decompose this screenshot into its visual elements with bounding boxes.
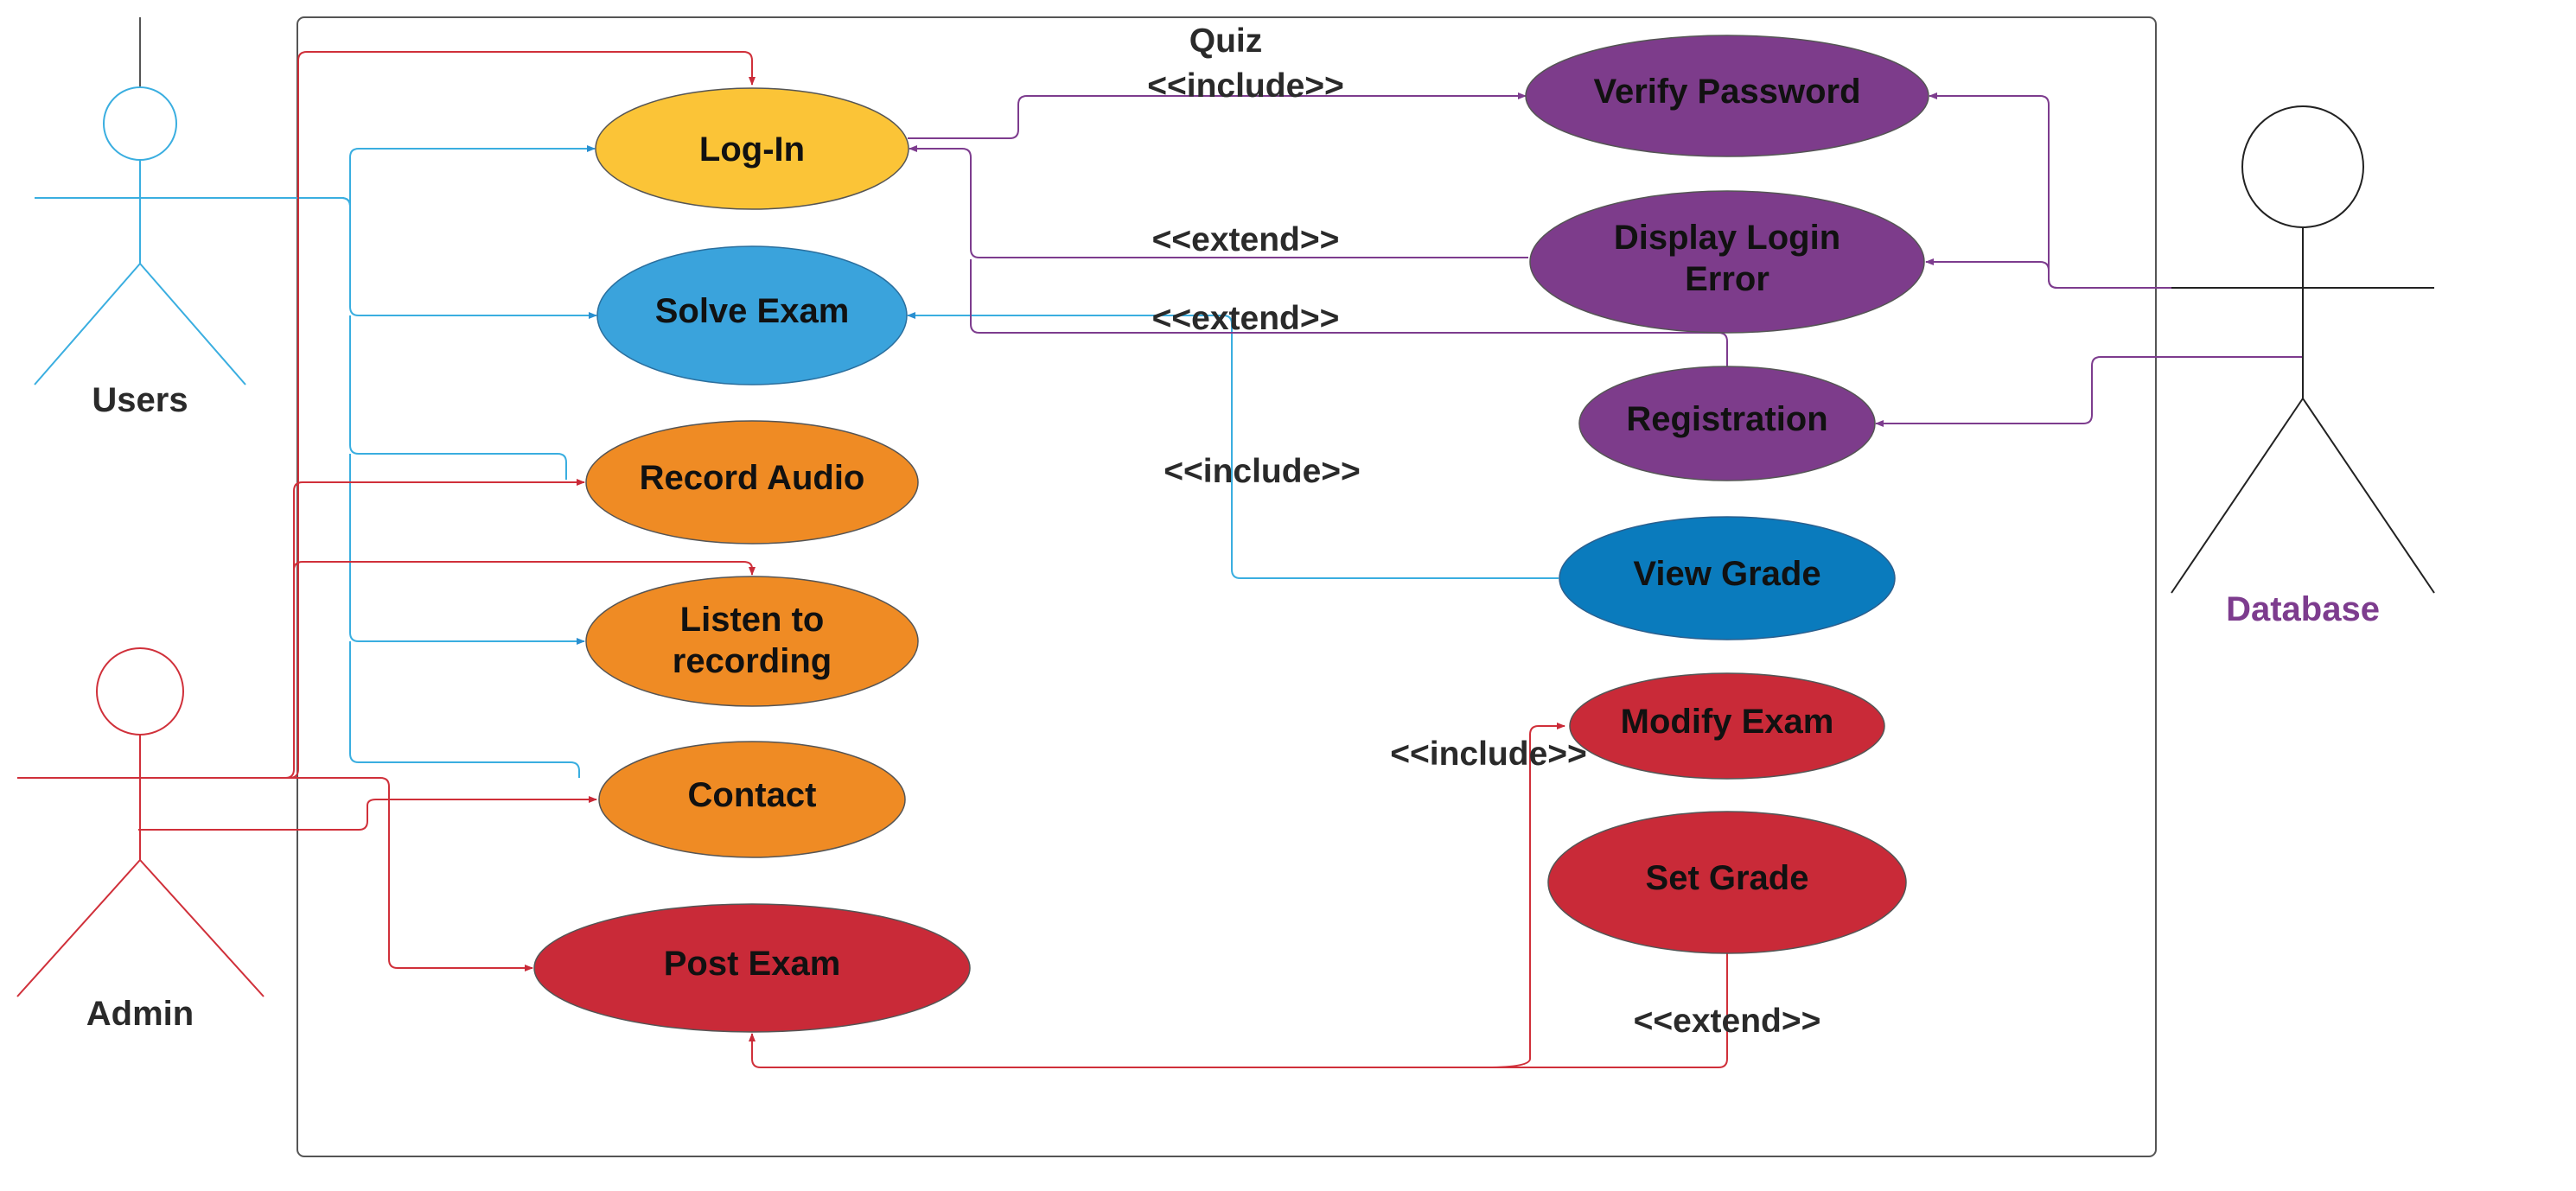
admin-label: Admin <box>86 995 194 1033</box>
users-actor <box>34 17 246 385</box>
admin-connectors <box>17 51 1728 1068</box>
use-case-contact[interactable]: Contact <box>598 741 906 858</box>
admin-left-leg <box>16 859 141 997</box>
use-case-display-error-shape[interactable] <box>1529 190 1925 334</box>
use-case-view-grade-shape[interactable] <box>1559 516 1896 640</box>
users-to-login-line <box>242 145 596 207</box>
use-case-set-grade-shape[interactable] <box>1547 811 1907 954</box>
use-case-view-grade[interactable]: View Grade <box>1559 516 1896 640</box>
use-case-solve-exam[interactable]: Solve Exam <box>596 245 908 385</box>
use-case-contact-label: Contact <box>688 776 817 814</box>
database-to-registration-line <box>1875 356 2303 427</box>
users-to-listen-line <box>349 454 585 645</box>
use-case-registration-shape[interactable] <box>1578 366 1876 481</box>
database-left-leg <box>2171 398 2304 594</box>
set-grade-extend-line <box>749 953 1728 1068</box>
include-label-view-grade: <<include>> <box>1164 453 1361 490</box>
use-case-solve-exam-shape[interactable] <box>596 245 908 385</box>
database-head <box>2241 105 2364 228</box>
use-case-solve-exam-label: Solve Exam <box>655 292 850 330</box>
use-case-verify-password-shape[interactable] <box>1525 35 1929 157</box>
users-left-leg <box>34 263 141 385</box>
admin-right-leg <box>139 859 265 997</box>
users-to-record-audio-line <box>349 315 567 480</box>
use-case-login-label: Log-In <box>699 131 805 169</box>
use-case-modify-exam-label: Modify Exam <box>1621 703 1834 741</box>
use-case-verify-password-label: Verify Password <box>1593 73 1860 111</box>
admin-to-contact-line <box>138 796 597 831</box>
use-case-record-audio-shape[interactable] <box>585 420 919 545</box>
internal-blue-connectors <box>907 312 1559 579</box>
use-case-post-exam-shape[interactable] <box>533 903 971 1033</box>
use-case-listen-label-line1: Listen to <box>680 601 825 639</box>
login-include-verify-line <box>908 92 1527 139</box>
extend-label-display-error: <<extend>> <box>1152 221 1340 258</box>
include-label-verify: <<include>> <box>1147 67 1344 105</box>
display-error-extend-line <box>909 145 1528 258</box>
include-label-modify-exam: <<include>> <box>1390 736 1587 773</box>
admin-to-login-line <box>17 51 756 779</box>
view-grade-include-line <box>907 312 1559 579</box>
use-case-registration-label: Registration <box>1626 400 1827 438</box>
use-case-modify-exam-shape[interactable] <box>1569 672 1885 780</box>
use-case-record-audio[interactable]: Record Audio <box>585 420 919 545</box>
database-right-leg <box>2302 398 2435 594</box>
extend-label-set-grade: <<extend>> <box>1634 1003 1821 1040</box>
admin-head <box>96 647 184 736</box>
database-label: Database <box>2226 590 2380 628</box>
use-case-set-grade[interactable]: Set Grade <box>1547 811 1907 954</box>
database-actor <box>2171 105 2435 594</box>
users-head <box>103 86 177 161</box>
users-label: Users <box>92 381 188 419</box>
use-case-contact-shape[interactable] <box>598 741 906 858</box>
use-case-view-grade-label: View Grade <box>1633 555 1820 593</box>
use-case-display-error-label-line2: Error <box>1685 260 1769 298</box>
use-case-verify-password[interactable]: Verify Password <box>1525 35 1929 157</box>
users-connectors <box>242 145 597 778</box>
users-to-solve-exam-line <box>341 197 597 319</box>
admin-to-listen-line <box>293 561 756 576</box>
system-title: Quiz <box>1189 22 1263 60</box>
database-to-display-error-line <box>1925 258 2058 289</box>
registration-extend-line <box>970 259 1728 366</box>
use-case-listen-label-line2: recording <box>673 642 832 680</box>
use-case-post-exam-label: Post Exam <box>664 945 841 983</box>
use-case-display-error-label-line1: Display Login <box>1614 219 1840 257</box>
modify-exam-include-line <box>1486 723 1565 1068</box>
use-case-set-grade-label: Set Grade <box>1646 859 1809 897</box>
use-case-registration[interactable]: Registration <box>1578 366 1876 481</box>
use-case-modify-exam[interactable]: Modify Exam <box>1569 672 1885 780</box>
extend-label-registration: <<extend>> <box>1152 300 1340 337</box>
purple-connectors <box>908 92 2434 427</box>
use-case-login-shape[interactable] <box>595 87 909 210</box>
use-case-listen-shape[interactable] <box>585 576 919 707</box>
admin-actor <box>16 647 265 997</box>
users-to-contact-line <box>349 641 580 778</box>
admin-to-post-exam-line <box>17 777 533 971</box>
users-right-leg <box>139 263 246 385</box>
use-case-post-exam[interactable]: Post Exam <box>533 903 971 1033</box>
use-case-listen-to-recording[interactable]: Listen to recording <box>585 576 919 707</box>
use-case-display-login-error[interactable]: Display Login Error <box>1529 190 1925 334</box>
use-case-login[interactable]: Log-In <box>595 87 909 210</box>
admin-to-record-audio-line <box>264 479 585 779</box>
use-case-record-audio-label: Record Audio <box>640 459 865 497</box>
